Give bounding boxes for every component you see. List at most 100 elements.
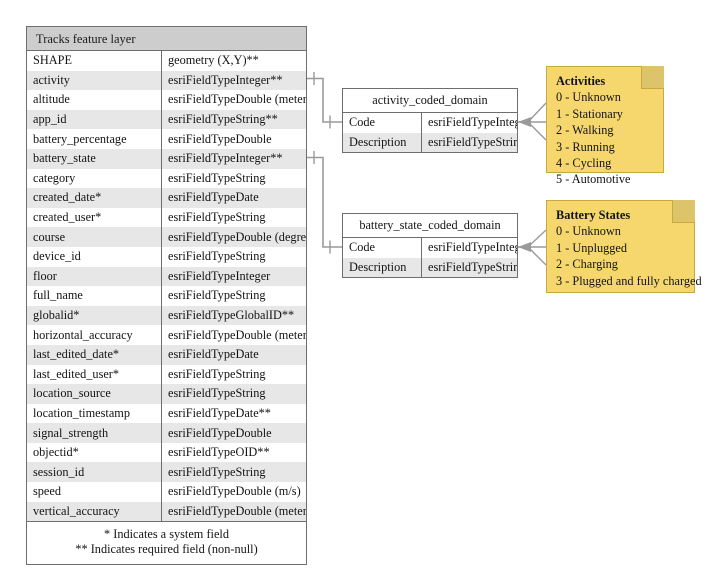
activity-coded-domain-table: activity_coded_domain Code esriFieldType… <box>342 88 518 154</box>
field-type: esriFieldTypeDate <box>161 188 306 208</box>
feature-layer-title: Tracks feature layer <box>27 27 306 51</box>
note-line: 3 - Running <box>556 139 615 154</box>
field-type: geometry (X,Y)** <box>161 51 306 71</box>
activity-domain-rows: Code esriFieldTypeInteger Description es… <box>343 113 517 153</box>
field-name: signal_strength <box>27 423 162 443</box>
field-name: activity <box>27 70 162 91</box>
table-row: Description esriFieldTypeString <box>343 132 517 153</box>
field-type: esriFieldTypeString <box>161 207 306 228</box>
field-type: esriFieldTypeDate** <box>161 403 306 424</box>
activity-domain-title: activity_coded_domain <box>343 89 517 113</box>
domain-field-name: Description <box>343 132 422 153</box>
table-row: globalid*esriFieldTypeGlobalID** <box>27 305 306 326</box>
field-name: course <box>27 227 162 247</box>
field-type: esriFieldTypeString <box>161 384 306 404</box>
table-row: Description esriFieldTypeString <box>343 257 517 278</box>
field-type: esriFieldTypeInteger** <box>161 70 306 91</box>
note-fold-corner-icon <box>672 200 695 223</box>
note-line: 5 - Automotive <box>556 172 631 187</box>
field-type: esriFieldTypeString <box>161 364 306 385</box>
field-name: altitude <box>27 90 162 110</box>
field-type: esriFieldTypeInteger <box>161 266 306 287</box>
field-type: esriFieldTypeString** <box>161 109 306 130</box>
field-type: esriFieldTypeDouble (m/s) <box>161 482 306 502</box>
field-type: esriFieldTypeGlobalID** <box>161 305 306 326</box>
table-row: created_user*esriFieldTypeString <box>27 207 306 228</box>
connector-activities-note <box>518 102 547 141</box>
field-type: esriFieldTypeDouble (meters) <box>161 325 306 345</box>
battery-domain-title: battery_state_coded_domain <box>343 214 517 238</box>
field-type: esriFieldTypeDouble (meters) <box>161 90 306 110</box>
note-line: 1 - Unplugged <box>556 240 628 255</box>
field-type: esriFieldTypeDouble <box>161 129 306 149</box>
table-row: objectid*esriFieldTypeOID** <box>27 442 306 463</box>
domain-field-name: Description <box>343 257 422 278</box>
field-name: full_name <box>27 286 162 306</box>
field-type: esriFieldTypeDouble (degrees) <box>161 227 306 247</box>
domain-field-type: esriFieldTypeString <box>421 257 517 278</box>
note-line: 2 - Walking <box>556 123 614 138</box>
table-row: Code esriFieldTypeInteger <box>343 238 517 258</box>
field-name: created_user* <box>27 207 162 228</box>
field-name: device_id <box>27 246 162 267</box>
field-name: objectid* <box>27 442 162 463</box>
note-line: 0 - Unknown <box>556 90 621 105</box>
field-name: created_date* <box>27 188 162 208</box>
field-type: esriFieldTypeDouble (meters) <box>161 501 306 522</box>
domain-field-type: esriFieldTypeInteger <box>421 238 517 258</box>
battery-states-note-title: Battery States <box>556 208 631 222</box>
field-name: category <box>27 168 162 189</box>
table-row: last_edited_date*esriFieldTypeDate <box>27 344 306 365</box>
field-name: location_timestamp <box>27 403 162 424</box>
field-name: location_source <box>27 384 162 404</box>
connector-battery-state-to-domain <box>307 151 342 254</box>
domain-field-type: esriFieldTypeInteger <box>421 113 517 133</box>
note-line: 0 - Unknown <box>556 224 621 239</box>
activities-note-title: Activities <box>556 74 606 88</box>
field-name: speed <box>27 482 162 502</box>
field-name: session_id <box>27 462 162 483</box>
footnote-required-field: ** Indicates required field (non-null) <box>75 542 258 557</box>
field-type: esriFieldTypeDate <box>161 344 306 365</box>
field-type: esriFieldTypeString <box>161 246 306 267</box>
field-name: floor <box>27 266 162 287</box>
note-line: 2 - Charging <box>556 257 618 272</box>
table-row: created_date*esriFieldTypeDate <box>27 188 306 208</box>
connector-activity-to-domain <box>307 72 342 129</box>
field-name: SHAPE <box>27 51 162 71</box>
field-name: battery_state <box>27 148 162 169</box>
footnote-system-field: * Indicates a system field <box>104 527 229 542</box>
battery-domain-rows: Code esriFieldTypeInteger Description es… <box>343 238 517 278</box>
field-type: esriFieldTypeDouble <box>161 423 306 443</box>
field-name: last_edited_date* <box>27 344 162 365</box>
note-line: 4 - Cycling <box>556 156 612 171</box>
field-name: app_id <box>27 109 162 130</box>
field-type: esriFieldTypeString <box>161 462 306 483</box>
field-name: battery_percentage <box>27 129 162 149</box>
field-name: globalid* <box>27 305 162 326</box>
